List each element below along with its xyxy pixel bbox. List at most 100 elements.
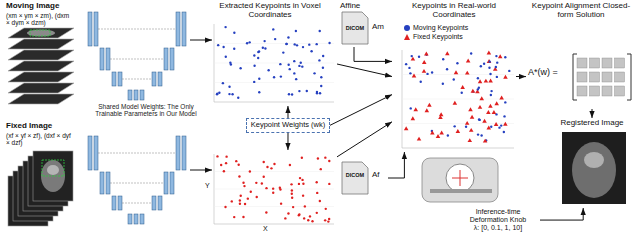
keypoint [492, 110, 497, 114]
feature-map [112, 72, 116, 86]
keypoint [307, 219, 309, 221]
keypoint [486, 110, 491, 114]
keypoint [487, 50, 492, 54]
keypoint [229, 62, 231, 64]
keypoint [405, 63, 407, 65]
skip-connection [98, 153, 176, 154]
feature-map [176, 136, 180, 170]
keypoint [239, 203, 241, 205]
keypoint [488, 79, 493, 83]
keypoint [291, 189, 293, 191]
node-text: (xf × yf × zf), (dxf × dyf × dzf) [6, 132, 74, 147]
grid-line [214, 63, 334, 64]
skip-connection [110, 59, 164, 60]
keypoint [272, 192, 274, 194]
keypoint [291, 193, 293, 195]
keypoint [217, 44, 219, 46]
keypoint [408, 67, 410, 69]
keypoint [422, 60, 427, 64]
node-text: DICOM [341, 25, 369, 31]
legend-swatch [404, 25, 410, 31]
image-label: Fixed Image (xf × yf × zf), (dxf × dyf × … [6, 121, 90, 149]
keypoint [216, 92, 218, 94]
node-title: Fixed Image [6, 121, 90, 130]
keypoint [257, 57, 259, 59]
plot-axes [214, 24, 334, 102]
keypoint [494, 122, 499, 126]
keypoint [324, 219, 326, 221]
keypoint [302, 182, 304, 184]
registered-image [562, 132, 626, 204]
keypoint [494, 101, 499, 105]
keypoint [223, 170, 225, 172]
plot-axes [214, 154, 334, 224]
feature-map [158, 196, 162, 210]
keypoint [263, 161, 265, 163]
keypoint [482, 119, 487, 123]
keypoint [243, 185, 245, 187]
keypoint [446, 68, 448, 70]
keypoint [246, 42, 248, 44]
keypoint [418, 56, 420, 58]
keypoint [322, 66, 324, 68]
keypoint [301, 157, 303, 159]
matrix-cell [590, 72, 600, 82]
weights-box: Keypoint Weights (wk) [246, 118, 330, 133]
keypoint [280, 202, 282, 204]
keypoint [453, 78, 455, 80]
feature-map [88, 12, 92, 46]
keypoint [453, 125, 455, 127]
keypoint [253, 54, 255, 56]
keypoint [258, 77, 260, 79]
keypoint [289, 164, 291, 166]
feature-map [182, 12, 186, 46]
keypoint [284, 217, 286, 219]
keypoint [273, 163, 275, 165]
document-icon [342, 162, 368, 194]
keypoint [216, 93, 218, 95]
connector-arrow [337, 122, 392, 157]
keypoint [249, 170, 251, 172]
keypoint [422, 69, 427, 73]
feature-map [140, 90, 144, 100]
keypoint [216, 155, 218, 157]
feature-map [164, 48, 168, 70]
keypoint [238, 175, 240, 177]
keypoint [454, 70, 459, 74]
keypoint [293, 43, 295, 45]
anatomy [27, 30, 55, 37]
keypoint [316, 192, 318, 194]
keypoint [477, 133, 479, 135]
note-label: Shared Model Weights: The Only Trainable… [92, 103, 200, 118]
keypoint [303, 217, 305, 219]
feature-map [106, 172, 110, 194]
legend-text: Moving Keypoints [413, 24, 468, 31]
keypoint [233, 48, 235, 50]
feature-map [100, 172, 104, 194]
swatch-shape [404, 25, 410, 31]
keypoint [411, 57, 416, 61]
feature-map [164, 172, 168, 194]
keypoint [242, 216, 244, 218]
keypoint [488, 104, 493, 108]
keypoint [220, 164, 222, 166]
anatomy [584, 152, 604, 168]
keypoint [496, 61, 498, 63]
keypoint [412, 73, 417, 77]
node-text: A*(w) = [528, 67, 578, 77]
keypoint [289, 68, 291, 70]
matrix-cell [590, 58, 600, 68]
roi-box [42, 160, 64, 176]
keypoint [488, 67, 490, 69]
keypoint [255, 182, 257, 184]
keypoint [300, 62, 302, 64]
keypoint [231, 200, 233, 202]
keypoint [425, 108, 430, 112]
keypoint [292, 206, 294, 208]
keypoint [263, 40, 265, 42]
keypoint [235, 160, 237, 162]
feature-map [112, 196, 116, 210]
keypoint [447, 134, 449, 136]
keypoint [318, 59, 320, 61]
grid-line [214, 171, 334, 172]
